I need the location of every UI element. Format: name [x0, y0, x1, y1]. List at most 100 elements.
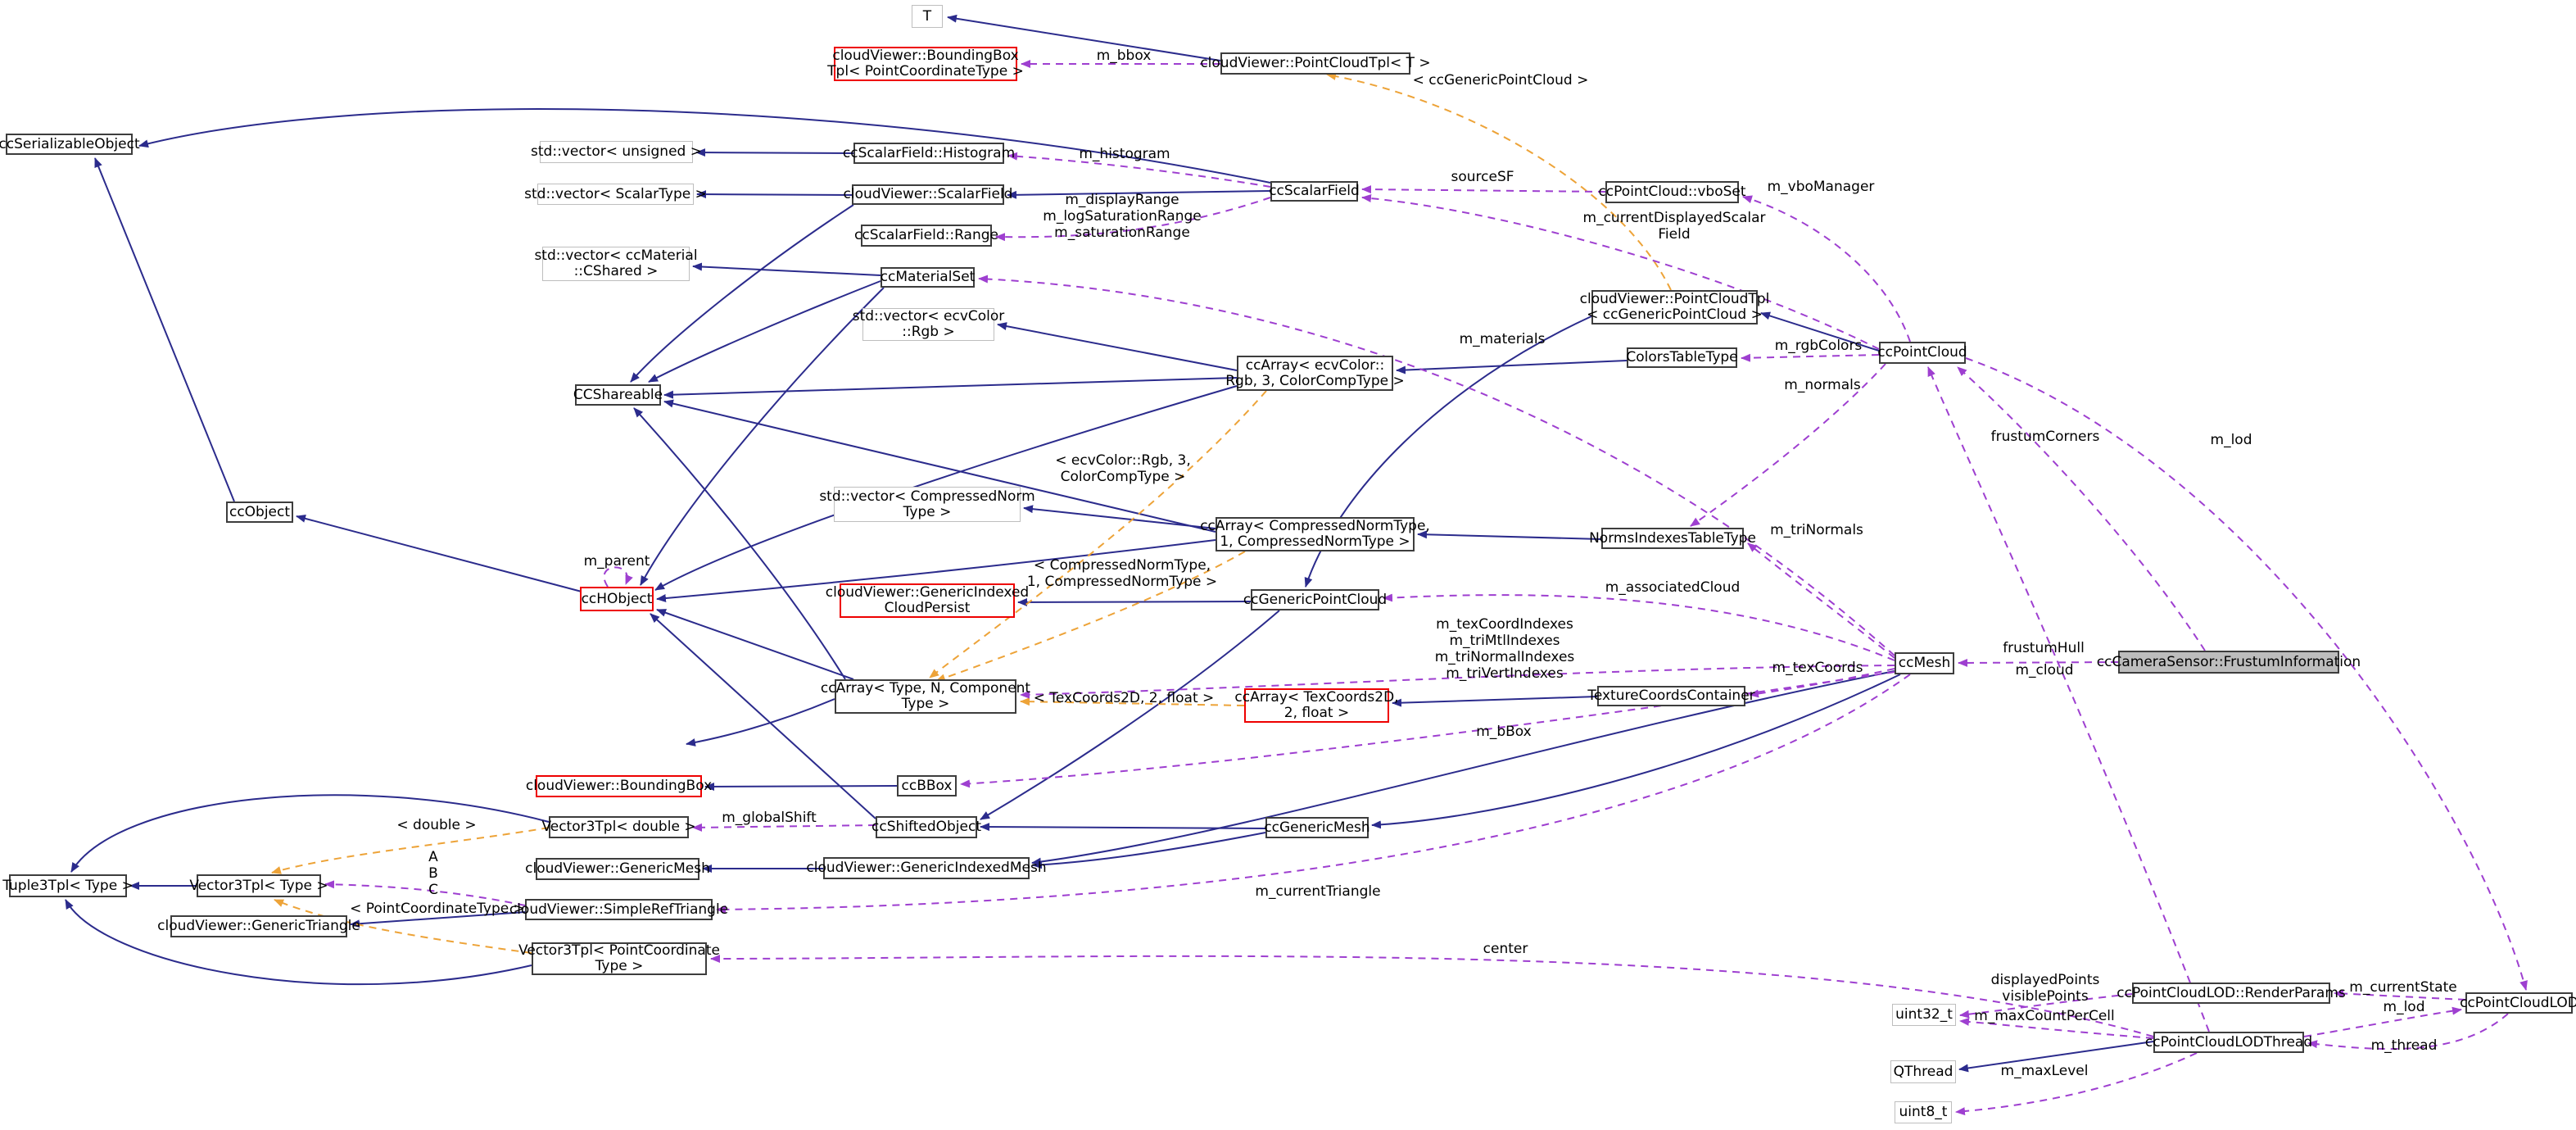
edge-m-frustumcorners	[1957, 366, 2206, 651]
node-ccserializableobject-label: ccSerializableObject	[0, 135, 140, 152]
node-scalarfield-range[interactable]: ccScalarField::Range	[854, 225, 998, 247]
edge-m-trinormals	[1747, 542, 1895, 659]
node-cchobject[interactable]: ccHObject	[580, 587, 654, 611]
node-ccarray-rgb[interactable]: ccArray< ecvColor::Rgb, 3, ColorCompType…	[1225, 356, 1405, 391]
edge-ccarraytype-to-shareable	[633, 407, 846, 680]
node-cv-genericmesh[interactable]: cloudViewer::GenericMesh	[525, 858, 710, 880]
edge-label-m-lod: m_lod	[2211, 432, 2252, 448]
node-ccpointcloudlodthread[interactable]: ccPointCloudLODThread	[2145, 1032, 2312, 1053]
edge-label-line: m_triVertIndexes	[1446, 665, 1564, 682]
edge-label-line: center	[1483, 941, 1528, 957]
node-ccobject[interactable]: ccObject	[226, 501, 293, 523]
edge-ccscalarfield-to-serializable	[138, 108, 1271, 184]
node-boundingboxtpl-label: cloudViewer::BoundingBox	[832, 48, 1019, 64]
node-vector3tpl-type[interactable]: Vector3Tpl< Type >	[189, 874, 328, 897]
edge-pcltpl-to-t	[947, 14, 1221, 61]
edge-cvscalarfield-to-shareable	[630, 204, 854, 383]
node-pointcloudtpl-gpc[interactable]: cloudViewer::PointCloudTpl< ccGenericPoi…	[1580, 290, 1769, 324]
node-normsindexestabletype[interactable]: NormsIndexesTableType	[1589, 528, 1756, 549]
edge-label-line: frustumCorners	[1990, 429, 2100, 445]
edge-cchobject-to-ccobject	[296, 514, 582, 592]
node-ccbbox-label: ccBBox	[901, 777, 953, 794]
node-std-vector-ccmaterial-label: std::vector< ccMaterial	[534, 247, 698, 264]
node-ccpointcloud[interactable]: ccPointCloud	[1877, 342, 1967, 364]
edge-label--compressednormtype-: < CompressedNormType,1, CompressedNormTy…	[1027, 557, 1217, 590]
node-uint32-t[interactable]: uint32_t	[1892, 1004, 1956, 1026]
node-ccshareable[interactable]: CCShareable	[573, 384, 663, 406]
edge-label-m-maxlevel: m_maxLevel	[2001, 1063, 2089, 1079]
node-vboset[interactable]: ccPointCloud::vboSet	[1598, 181, 1746, 203]
edge-lodthread-to-qthread	[1958, 1041, 2154, 1073]
node-ccarray-rgb-label: ccArray< ecvColor::	[1245, 356, 1385, 374]
node-t-param[interactable]: T	[912, 5, 943, 28]
edge-label-line: Field	[1658, 226, 1691, 243]
node-ccshiftedobject[interactable]: ccShiftedObject	[871, 816, 981, 838]
edge-ccobject-to-serializable	[94, 157, 235, 502]
node-texturecoordscontainer[interactable]: TextureCoordsContainer	[1587, 686, 1755, 706]
node-ccserializableobject[interactable]: ccSerializableObject	[0, 134, 140, 155]
node-cv-genericmesh-label: cloudViewer::GenericMesh	[525, 860, 710, 877]
edge-ccarraytype-to-vectortype	[686, 698, 835, 747]
node-ccmaterialset[interactable]: ccMaterialSet	[881, 267, 975, 288]
node-uint8-t[interactable]: uint8_t	[1895, 1101, 1952, 1123]
edge-ccarraytype-to-cchobject	[656, 609, 854, 680]
edge-label-line: < TexCoords2D, 2, float >	[1033, 690, 1215, 706]
node-qthread-label: QThread	[1893, 1063, 1954, 1080]
edge-label-line: m_cloud	[2015, 662, 2074, 678]
node-scalarfield-histogram[interactable]: ccScalarField::Histogram	[843, 143, 1015, 164]
edge-label--pointcoordinatetype-: < PointCoordinateType >	[350, 901, 525, 917]
edge-m-associatedcloud	[1383, 593, 1895, 661]
node-ccpointcloud-label: ccPointCloud	[1877, 344, 1967, 361]
node-pointcloudtpl-t[interactable]: cloudViewer::PointCloudTpl< T >	[1200, 52, 1431, 75]
node-std-vector-ecvcolor[interactable]: std::vector< ecvColor::Rgb >	[853, 308, 1004, 341]
node-ccbbox[interactable]: ccBBox	[897, 775, 957, 796]
node-ccgenericmesh[interactable]: ccGenericMesh	[1264, 817, 1370, 838]
edge-label-line: m_rgbColors	[1774, 338, 1863, 354]
node-vector3tpl-pct-label: Type >	[595, 958, 644, 974]
node-frustuminformation-label: ccCameraSensor::FrustumInformation	[2096, 653, 2361, 670]
node-vector3tpl-double[interactable]: Vector3Tpl< double >	[541, 816, 696, 838]
node-ccscalarfield[interactable]: ccScalarField	[1269, 181, 1360, 202]
node-colorstabletype[interactable]: ColorsTableType	[1626, 347, 1738, 368]
node-renderparams-label: ccPointCloudLOD::RenderParams	[2116, 984, 2346, 1001]
node-cchobject-label: ccHObject	[581, 590, 653, 607]
edge-label-line: m_associatedCloud	[1605, 579, 1741, 596]
edge-label-line: < CompressedNormType,	[1033, 557, 1211, 574]
edge-label-m-globalshift: m_globalShift	[722, 810, 817, 826]
node-renderparams[interactable]: ccPointCloudLOD::RenderParams	[2116, 983, 2346, 1004]
node-cv-genericindexedmesh[interactable]: cloudViewer::GenericIndexedMesh	[806, 857, 1047, 879]
node-tuple3tpl-type[interactable]: Tuple3Tpl< Type >	[2, 874, 134, 897]
node-cv-scalarfield[interactable]: cloudViewer::ScalarField	[844, 184, 1012, 205]
node-cv-boundingbox[interactable]: cloudViewer::BoundingBox	[526, 775, 712, 797]
node-tuple3tpl-type-label: Tuple3Tpl< Type >	[2, 877, 134, 894]
edge-label-m-parent: m_parent	[584, 553, 650, 570]
node-ccarray-cnt[interactable]: ccArray< CompressedNormType,1, Compresse…	[1200, 517, 1430, 551]
edge-label-line: m_displayRange	[1065, 192, 1179, 208]
node-generictriangle[interactable]: cloudViewer::GenericTriangle	[157, 915, 360, 937]
node-ccmesh[interactable]: ccMesh	[1895, 652, 1954, 674]
edge-m-currenttriangle	[716, 674, 1911, 914]
edge-label-m-histogram: m_histogram	[1079, 146, 1170, 162]
edge-label-line: < ecvColor::Rgb, 3,	[1055, 452, 1191, 469]
node-std-vector-scalartype[interactable]: std::vector< ScalarType >	[524, 184, 707, 205]
node-std-vector-unsigned[interactable]: std::vector< unsigned >	[531, 141, 702, 163]
node-simplereftriangle[interactable]: cloudViewer::SimpleRefTriangle	[509, 899, 728, 920]
node-ccgenericpointcloud[interactable]: ccGenericPointCloud	[1243, 589, 1387, 610]
edge-label-line: visiblePoints	[2002, 988, 2089, 1005]
node-std-vector-ecvcolor-label: ::Rgb >	[902, 324, 955, 340]
edge-label-line: m_histogram	[1079, 146, 1170, 162]
node-ccarray-texcoords[interactable]: ccArray< TexCoords2D,2, float >	[1234, 688, 1399, 723]
edge-m-center	[710, 954, 2154, 1037]
node-std-vector-ccmaterial[interactable]: std::vector< ccMaterial::CShared >	[534, 247, 698, 281]
node-ccarray-type-label: Type >	[901, 696, 950, 712]
node-qthread[interactable]: QThread	[1890, 1060, 1956, 1083]
edge-label-line: m_maxLevel	[2000, 1063, 2089, 1079]
node-ccpointcloudlod[interactable]: ccPointCloudLOD	[2460, 992, 2576, 1014]
